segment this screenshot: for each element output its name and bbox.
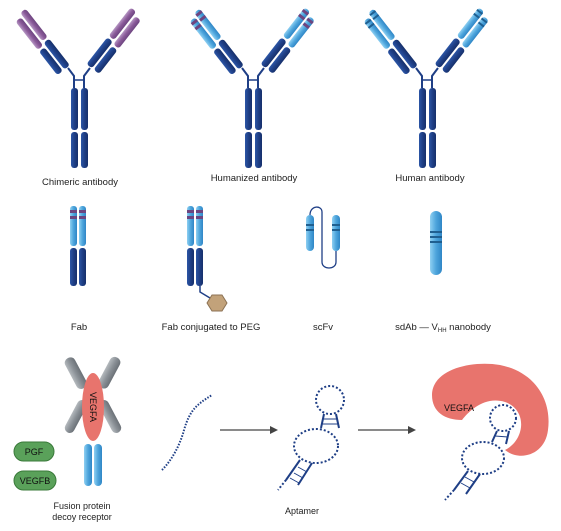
pgf-badge xyxy=(13,441,55,462)
fusion-label-line2: decoy receptor xyxy=(52,512,112,522)
sdab-label-subscript: HH xyxy=(438,328,447,334)
scfv-fragment: scFv xyxy=(306,206,340,333)
fab-label: Fab xyxy=(71,322,87,333)
arrow-binding xyxy=(358,426,416,434)
fusion-protein-decoy-receptor: VEGFA PGF VEGFB Fusion protein decoy rec… xyxy=(13,356,122,522)
vegfa-aptamer-label: VEGFA xyxy=(444,403,474,413)
human-antibody: Human antibody xyxy=(364,8,488,184)
vegfa-ligand xyxy=(82,373,104,441)
sdab-label-suffix: nanobody xyxy=(447,322,492,333)
scfv-label: scFv xyxy=(313,322,333,333)
chimeric-antibody: Chimeric antibody xyxy=(16,8,140,188)
sdab-nanobody: sdAb — VHH nanobody xyxy=(395,211,491,334)
sdab-label-prefix: sdAb — V xyxy=(395,322,438,333)
humanized-antibody: Humanized antibody xyxy=(190,8,314,184)
peg-hexagon xyxy=(206,294,228,312)
vegfa-blob xyxy=(432,363,549,456)
fusion-label-line1: Fusion protein xyxy=(53,501,110,511)
fab-peg-label: Fab conjugated to PEG xyxy=(162,322,261,333)
humanized-antibody-label: Humanized antibody xyxy=(211,173,298,184)
vegfa-fusion-label: VEGFA xyxy=(88,392,98,422)
aptamer-folded xyxy=(277,385,345,491)
vegfb-badge xyxy=(13,470,57,491)
arrow-folding xyxy=(220,426,278,434)
chimeric-antibody-label: Chimeric antibody xyxy=(42,177,118,188)
aptamer-label: Aptamer xyxy=(285,506,319,516)
pgf-label: PGF xyxy=(25,447,44,457)
fab-peg-conjugate: Fab conjugated to PEG xyxy=(162,206,261,333)
vegfa-aptamer-complex: VEGFA xyxy=(432,363,549,501)
vegfb-label: VEGFB xyxy=(20,476,51,486)
sdab-label: sdAb — VHH nanobody xyxy=(395,322,491,334)
aptamer-unfolded-strand xyxy=(161,394,213,471)
fab-fragment: Fab xyxy=(70,206,87,333)
human-antibody-label: Human antibody xyxy=(395,173,464,184)
